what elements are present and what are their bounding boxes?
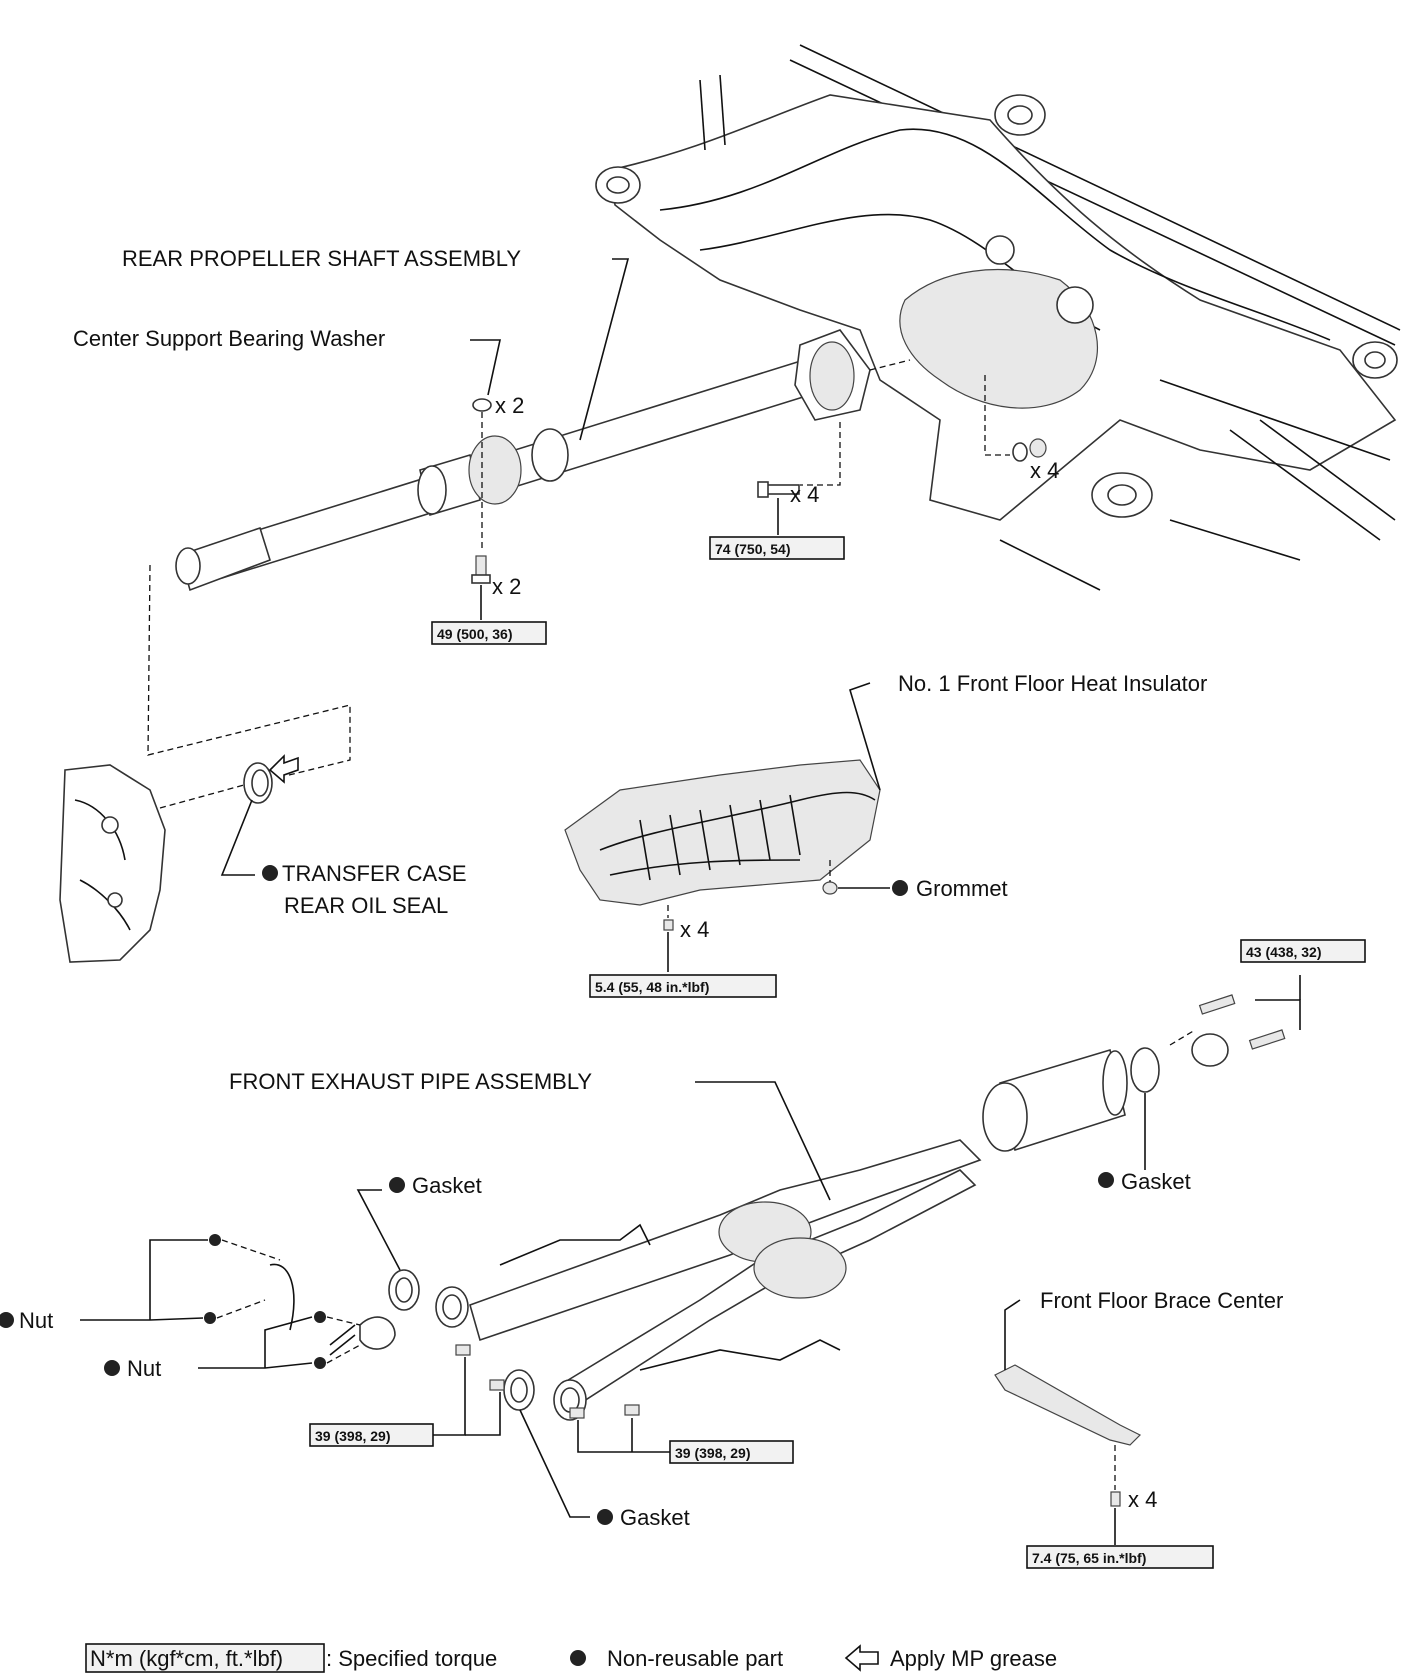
transfer-case-seal-label-2: REAR OIL SEAL [284,893,448,918]
torque-rear-exhaust-bolt: 43 (438, 32) [1246,944,1322,960]
transfer-case-seal-label-1: TRANSFER CASE [282,861,467,886]
front-floor-heat-insulator [564,682,881,906]
rear-propeller-shaft-label: REAR PROPELLER SHAFT ASSEMBLY [122,246,521,271]
nut-left-label: Nut [19,1308,53,1333]
rear-propeller-shaft-leader [579,258,630,441]
center-bolt-qty-label: x 2 [492,574,521,599]
center-support-bolt [471,555,491,620]
nonreusable-dot-icon [1098,1172,1114,1188]
torque-box-rear-exhaust-bolt: 43 (438, 32) [1240,939,1366,963]
front-floor-brace-center [994,1299,1142,1545]
legend: N*m (kgf*cm, ft.*lbf) : Specified torque… [85,1643,1057,1673]
front-exhaust-bolts [433,1344,670,1453]
left-gasket-nut-group [80,1189,590,1518]
gasket-left-top-label: Gasket [412,1173,482,1198]
center-support-washer [470,339,501,548]
brace-bolt-qty-label: x 4 [1128,1487,1157,1512]
torque-center-bolt: 49 (500, 36) [437,626,513,642]
grommet-label: Grommet [916,876,1008,901]
transfer-case-rear-oil-seal [220,762,273,876]
legend-nonreusable-text: Non-reusable part [607,1646,783,1671]
grommet [822,860,890,895]
torque-box-flange-bolt: 74 (750, 54) [709,536,845,560]
torque-front-left-bolt: 39 (398, 29) [315,1428,391,1444]
insulator-bolt-qty-label: x 4 [680,917,709,942]
gasket-bottom-label: Gasket [620,1505,690,1530]
heat-insulator-label: No. 1 Front Floor Heat Insulator [898,671,1207,696]
torque-box-front-right-bolt: 39 (398, 29) [669,1440,794,1464]
nut-lower-label: Nut [127,1356,161,1381]
nonreusable-dot-icon [0,1312,14,1328]
diff-nut-qty-label: x 4 [1030,458,1059,483]
nonreusable-dot-icon [597,1509,613,1525]
torque-box-insulator-bolt: 5.4 (55, 48 in.*lbf) [589,974,777,998]
mp-grease-arrow-icon [268,754,299,784]
nonreusable-dot-icon [104,1360,120,1376]
flange-bolt [757,422,841,535]
gasket-right-label: Gasket [1121,1169,1191,1194]
torque-flange-bolt: 74 (750, 54) [715,541,791,557]
transfer-case [59,764,166,963]
legend-torque-box-text: N*m (kgf*cm, ft.*lbf) [90,1646,283,1671]
nonreusable-dot-icon [262,865,278,881]
washer-qty-label: x 2 [495,393,524,418]
front-exhaust-pipe [435,1048,1128,1421]
torque-box-brace-bolt: 7.4 (75, 65 in.*lbf) [1026,1545,1214,1569]
front-floor-brace-label: Front Floor Brace Center [1040,1288,1283,1313]
nonreusable-dot-icon [892,880,908,896]
torque-box-center-bolt: 49 (500, 36) [431,621,547,645]
torque-front-right-bolt: 39 (398, 29) [675,1445,751,1461]
rear-propeller-shaft [175,329,911,592]
nonreusable-dot-icon [389,1177,405,1193]
flange-bolt-qty-label: x 4 [790,482,819,507]
seal-alignment-line [159,784,245,809]
legend-torque-text: : Specified torque [326,1646,497,1671]
torque-insulator-bolt: 5.4 (55, 48 in.*lbf) [595,979,709,995]
rear-suspension-member [595,44,1401,591]
insulator-bolt [663,905,674,972]
torque-brace-bolt: 7.4 (75, 65 in.*lbf) [1032,1550,1146,1566]
rear-exhaust-flange [1130,975,1301,1170]
center-support-washer-label: Center Support Bearing Washer [73,326,385,351]
differential-nut-washer [984,375,1047,462]
shaft-alignment-line [147,564,351,777]
nonreusable-dot-icon [570,1650,586,1666]
mp-grease-arrow-icon [844,1644,879,1672]
front-exhaust-pipe-label: FRONT EXHAUST PIPE ASSEMBLY [229,1069,592,1094]
legend-grease-text: Apply MP grease [890,1646,1057,1671]
torque-box-front-left-bolt: 39 (398, 29) [309,1423,434,1447]
